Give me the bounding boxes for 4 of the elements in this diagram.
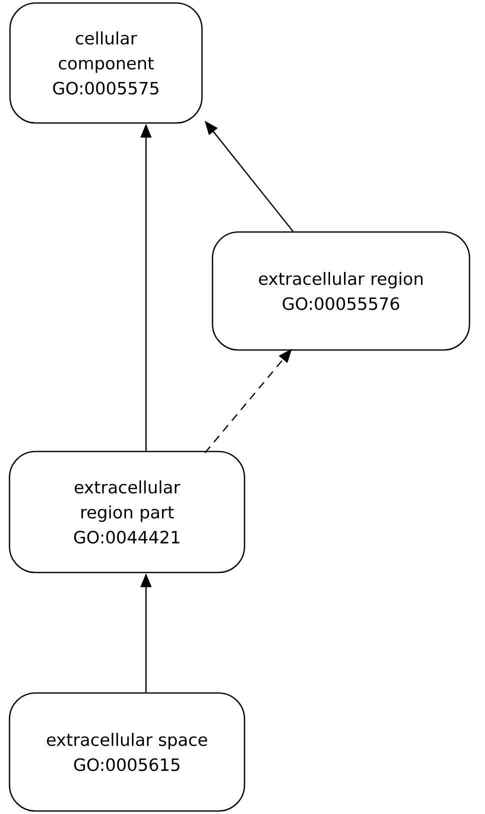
term-box: extracellular space GO:0005615: [8, 692, 246, 812]
term-box: cellular component GO:0005575: [9, 2, 203, 124]
term-box: extracellular region GO:00055576: [212, 231, 470, 351]
term-box: extracellular region part GO:0044421: [8, 450, 246, 574]
